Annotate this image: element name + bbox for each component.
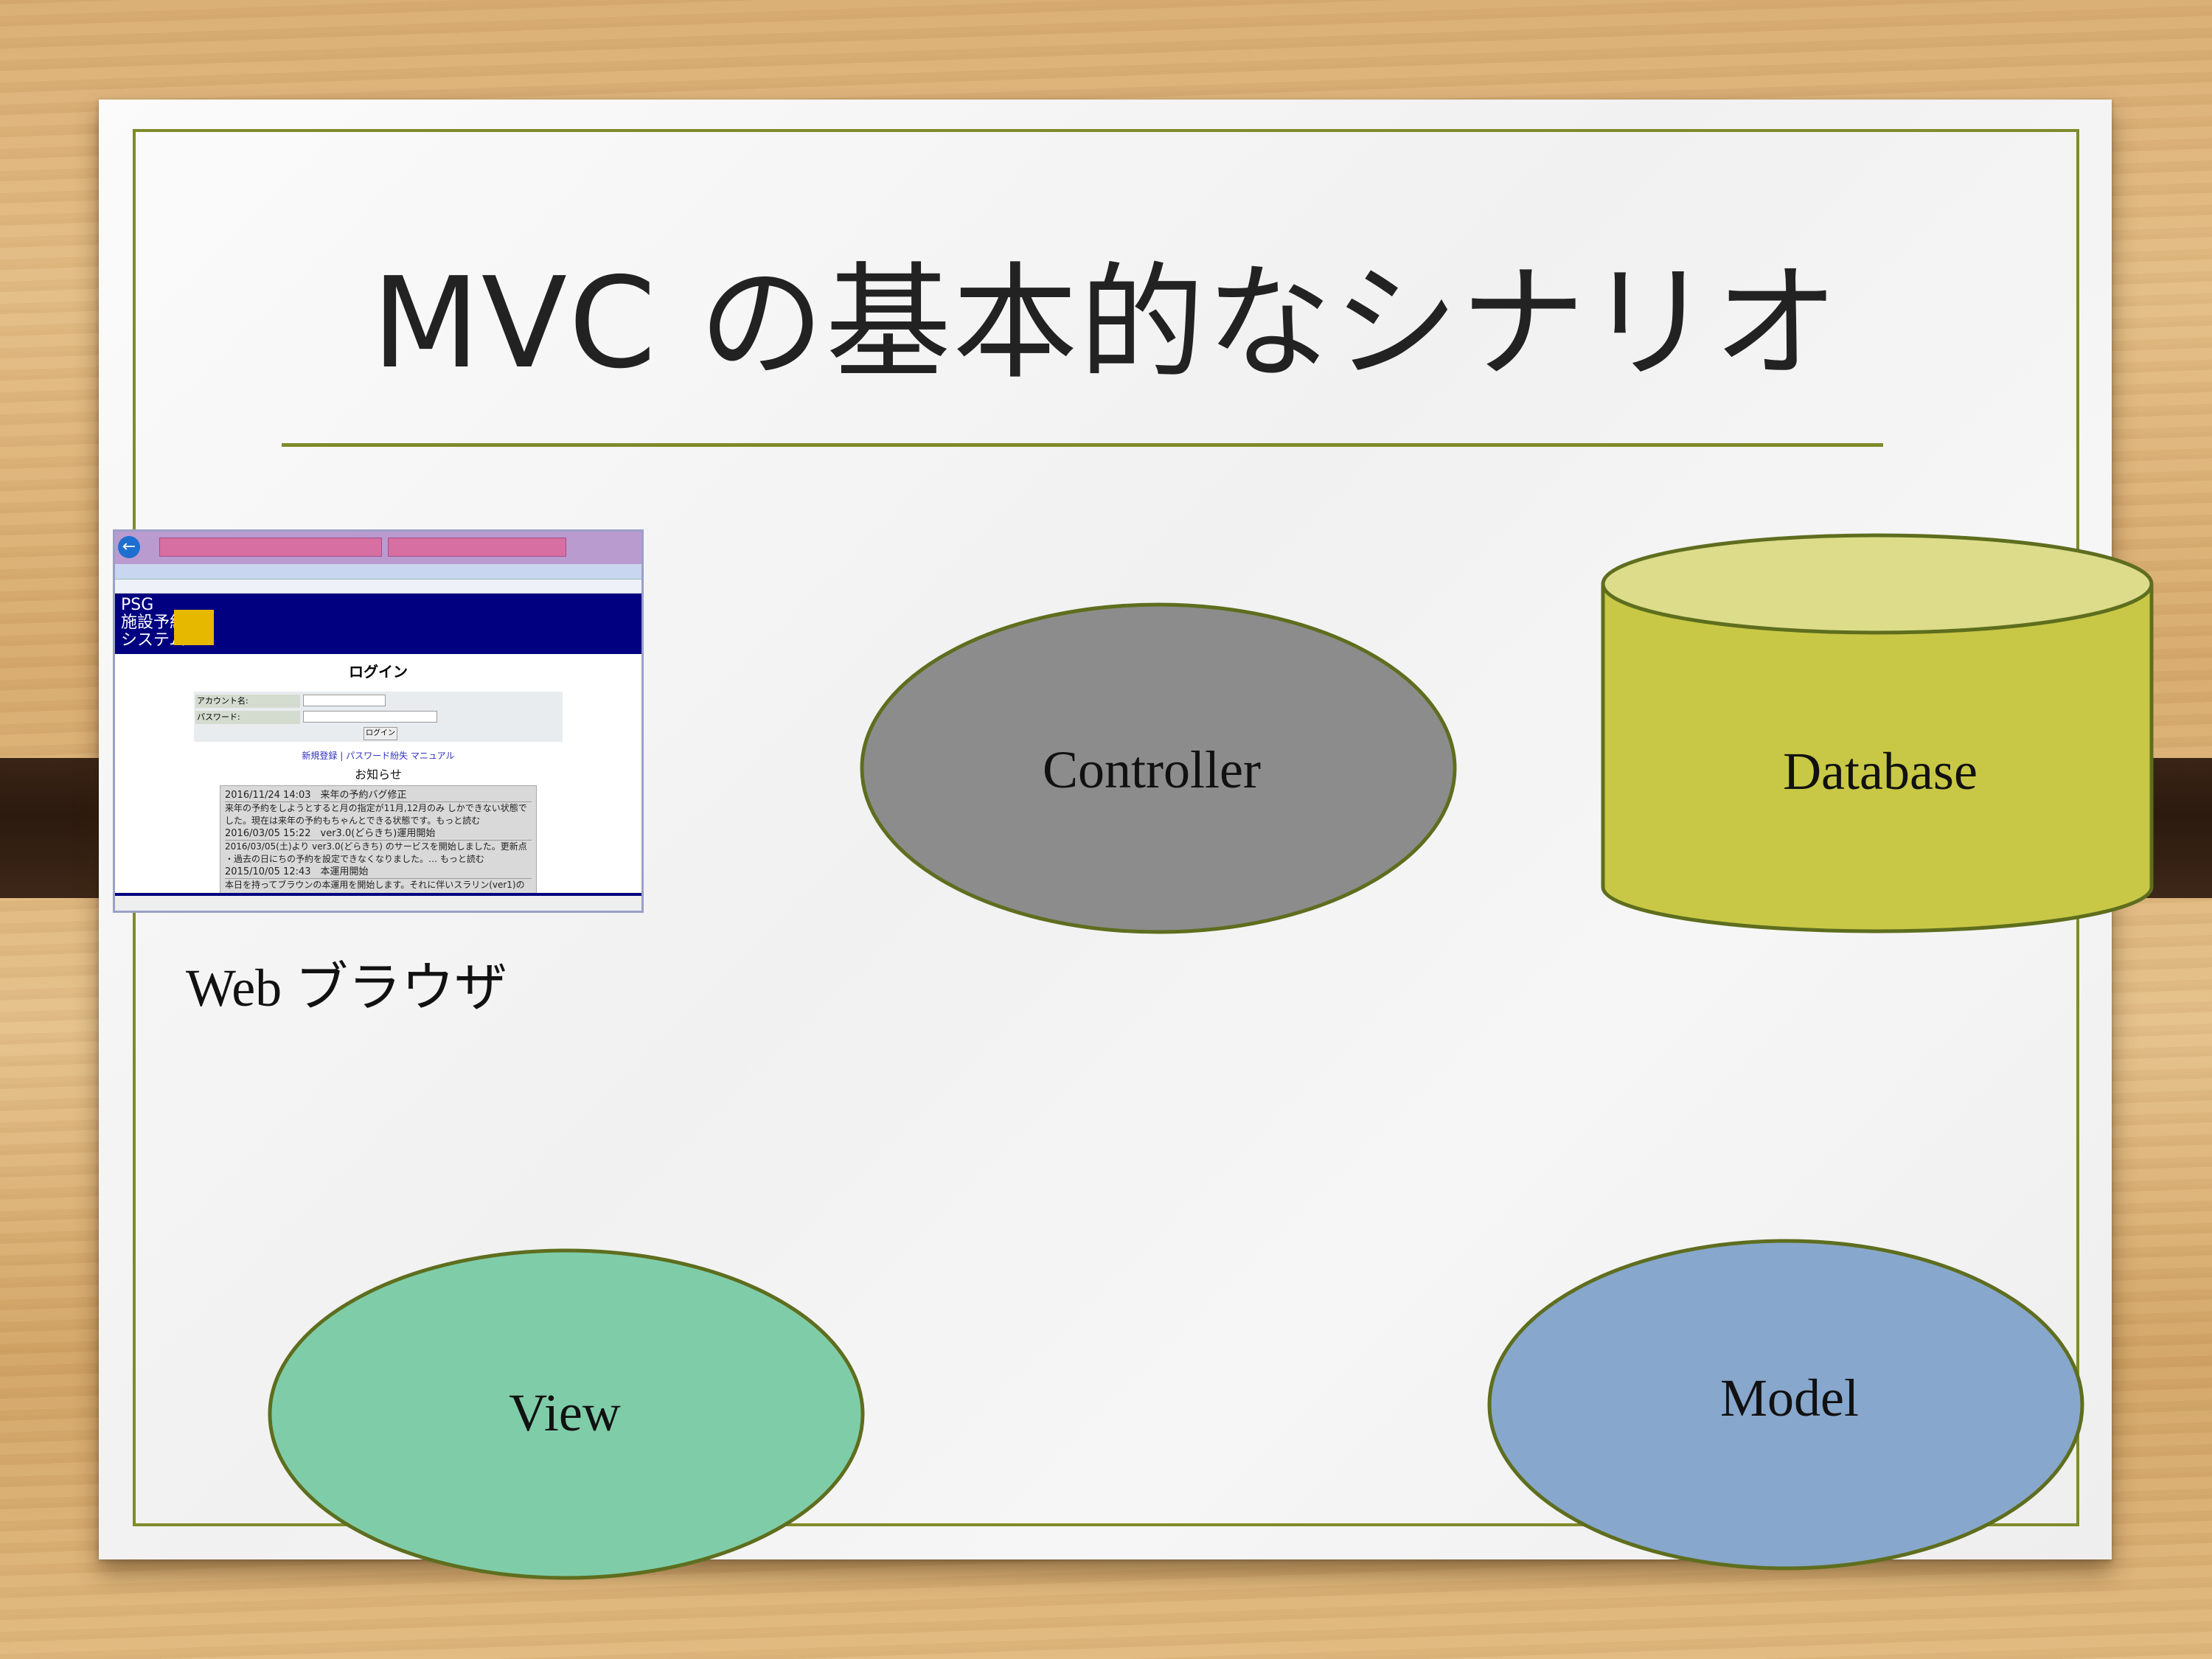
browser-favorites-bar — [115, 564, 641, 580]
news-title: お知らせ — [355, 768, 402, 782]
news-item-body: 2016/03/05(土)より ver3.0(どらきち) のサービスを開始しまし… — [225, 841, 527, 864]
controller-label: Controller — [1043, 740, 1261, 799]
news-list: 2016/11/24 14:03 来年の予約バグ修正 来年の予約をしようとすると… — [220, 785, 537, 896]
browser-status-bar — [115, 893, 641, 911]
slide-title: MVC の基本的なシナリオ — [372, 251, 1840, 397]
model-ellipse — [1487, 1239, 2084, 1571]
account-input — [303, 695, 386, 706]
back-arrow-icon: ← — [118, 536, 140, 558]
news-item-body: 来年の予約をしようとすると月の指定が11月,12月のみ しかできない状態でした。… — [225, 803, 527, 826]
browser-search-bar — [388, 538, 566, 557]
controller-ellipse — [860, 602, 1457, 934]
view-label: View — [509, 1383, 621, 1442]
model-label: Model — [1720, 1368, 1859, 1427]
database-cylinder — [1601, 533, 2154, 933]
site-logo — [174, 610, 214, 645]
news-item-date: 2016/03/05 15:22 ver3.0(どらきち)運用開始 — [225, 827, 532, 841]
web-browser-label: Web ブラウザ — [186, 959, 508, 1018]
news-item-date: 2016/11/24 14:03 来年の予約バグ修正 — [225, 789, 532, 802]
browser-menu-bar — [115, 580, 641, 594]
login-heading: ログイン — [349, 663, 408, 681]
login-links: 新規登録 | パスワード紛失 マニュアル — [302, 751, 455, 761]
title-divider — [282, 443, 1883, 447]
browser-screenshot: ← PSG 施設予約 システム ログイン アカウント名: パスワード: ログイン… — [113, 529, 644, 913]
view-ellipse — [268, 1248, 865, 1580]
browser-titlebar: ← — [115, 532, 641, 564]
login-form: アカウント名: パスワード: ログイン — [194, 692, 563, 742]
browser-address-bar — [159, 538, 382, 557]
login-button: ログイン — [364, 727, 397, 740]
site-header: PSG 施設予約 システム — [115, 594, 641, 654]
password-input — [303, 711, 437, 723]
database-label: Database — [1783, 742, 1978, 801]
site-header-line-1: PSG — [121, 596, 154, 614]
password-label: パスワード: — [195, 711, 300, 724]
account-label: アカウント名: — [195, 695, 300, 708]
news-item-date: 2015/10/05 12:43 本運用開始 — [225, 866, 532, 879]
